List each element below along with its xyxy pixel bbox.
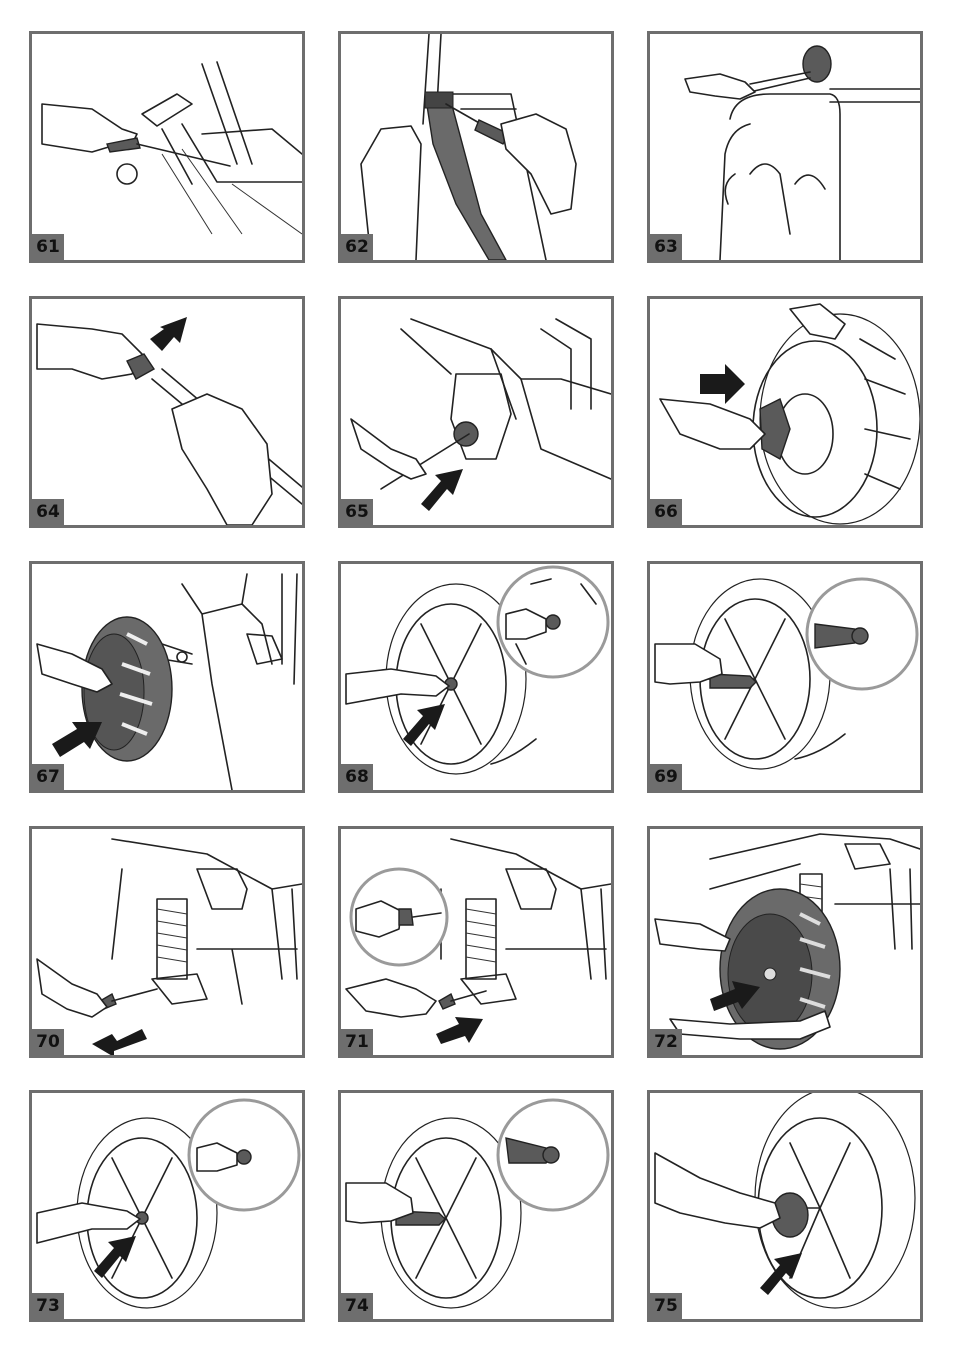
panel-70: 70 — [29, 826, 305, 1058]
panel-63: 63 — [647, 31, 923, 263]
panel-67: 67 — [29, 561, 305, 793]
panel-68: 68 — [338, 561, 614, 793]
step-number: 63 — [650, 234, 682, 260]
step-number: 73 — [32, 1293, 64, 1319]
front-wheel-wrench-illustration — [341, 1093, 611, 1319]
panel-72: 72 — [647, 826, 923, 1058]
seat-belt-illustration — [341, 34, 611, 260]
panel-62: 62 — [338, 31, 614, 263]
step-number: 61 — [32, 234, 64, 260]
panel-61: 61 — [29, 31, 305, 263]
panel-64: 64 — [29, 296, 305, 528]
front-wheel-mount-illustration — [650, 829, 920, 1055]
step-number: 66 — [650, 499, 682, 525]
step-number: 70 — [32, 1029, 64, 1055]
front-axle-push-illustration — [341, 829, 611, 1055]
front-wheel-nut-illustration — [32, 1093, 302, 1319]
steering-rod-illustration — [32, 34, 302, 260]
pin-push-illustration — [32, 299, 302, 525]
hub-insert-illustration — [650, 299, 920, 525]
step-number: 62 — [341, 234, 373, 260]
step-number: 65 — [341, 499, 373, 525]
step-number: 72 — [650, 1029, 682, 1055]
step-number: 75 — [650, 1293, 682, 1319]
panel-73: 73 — [29, 1090, 305, 1322]
panel-74: 74 — [338, 1090, 614, 1322]
step-number: 74 — [341, 1293, 373, 1319]
panel-65: 65 — [338, 296, 614, 528]
step-number: 64 — [32, 499, 64, 525]
panel-75: 75 — [647, 1090, 923, 1322]
step-number: 69 — [650, 764, 682, 790]
wheel-nut-illustration — [341, 564, 611, 790]
step-number: 67 — [32, 764, 64, 790]
panel-71: 71 — [338, 826, 614, 1058]
front-axle-pull-illustration — [32, 829, 302, 1055]
panel-69: 69 — [647, 561, 923, 793]
rear-axle-illustration — [341, 299, 611, 525]
step-number: 71 — [341, 1029, 373, 1055]
wheel-mount-illustration — [32, 564, 302, 790]
step-number: 68 — [341, 764, 373, 790]
wheel-wrench-illustration — [650, 564, 920, 790]
panel-66: 66 — [647, 296, 923, 528]
hubcap-illustration — [650, 1093, 920, 1319]
roll-bar-mirror-illustration — [650, 34, 920, 260]
